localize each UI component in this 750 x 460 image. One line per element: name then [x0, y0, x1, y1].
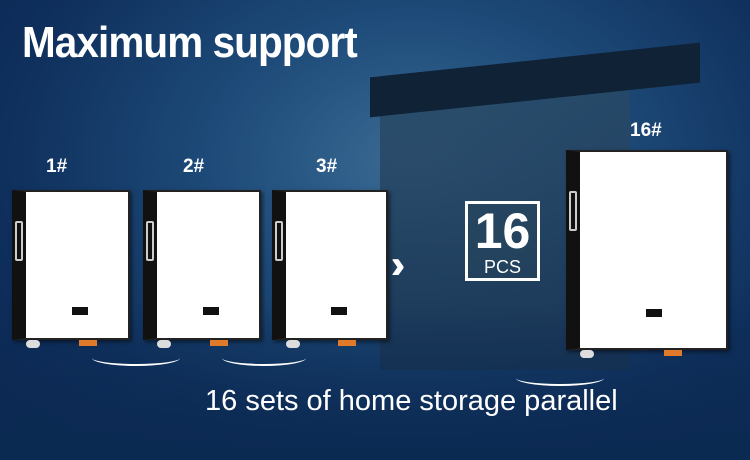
banner-title: Maximum support: [22, 18, 358, 67]
count-number: 16: [474, 203, 531, 259]
unit-label-16: 16#: [630, 120, 662, 141]
count-unit: PCS: [483, 257, 521, 277]
battery-unit-1: [12, 190, 130, 348]
battery-unit-3: [272, 190, 388, 348]
cable-2-3: [222, 350, 306, 366]
caption: 16 sets of home storage parallel: [205, 385, 618, 417]
cable-1-2: [92, 350, 180, 366]
unit-label-3: 3#: [316, 156, 338, 177]
battery-unit-16: [566, 150, 728, 358]
cable-16: [516, 370, 604, 386]
count-badge: 16 PCS: [465, 201, 540, 281]
battery-unit-2: [143, 190, 261, 348]
unit-label-1: 1#: [46, 156, 68, 177]
unit-label-2: 2#: [183, 156, 205, 177]
